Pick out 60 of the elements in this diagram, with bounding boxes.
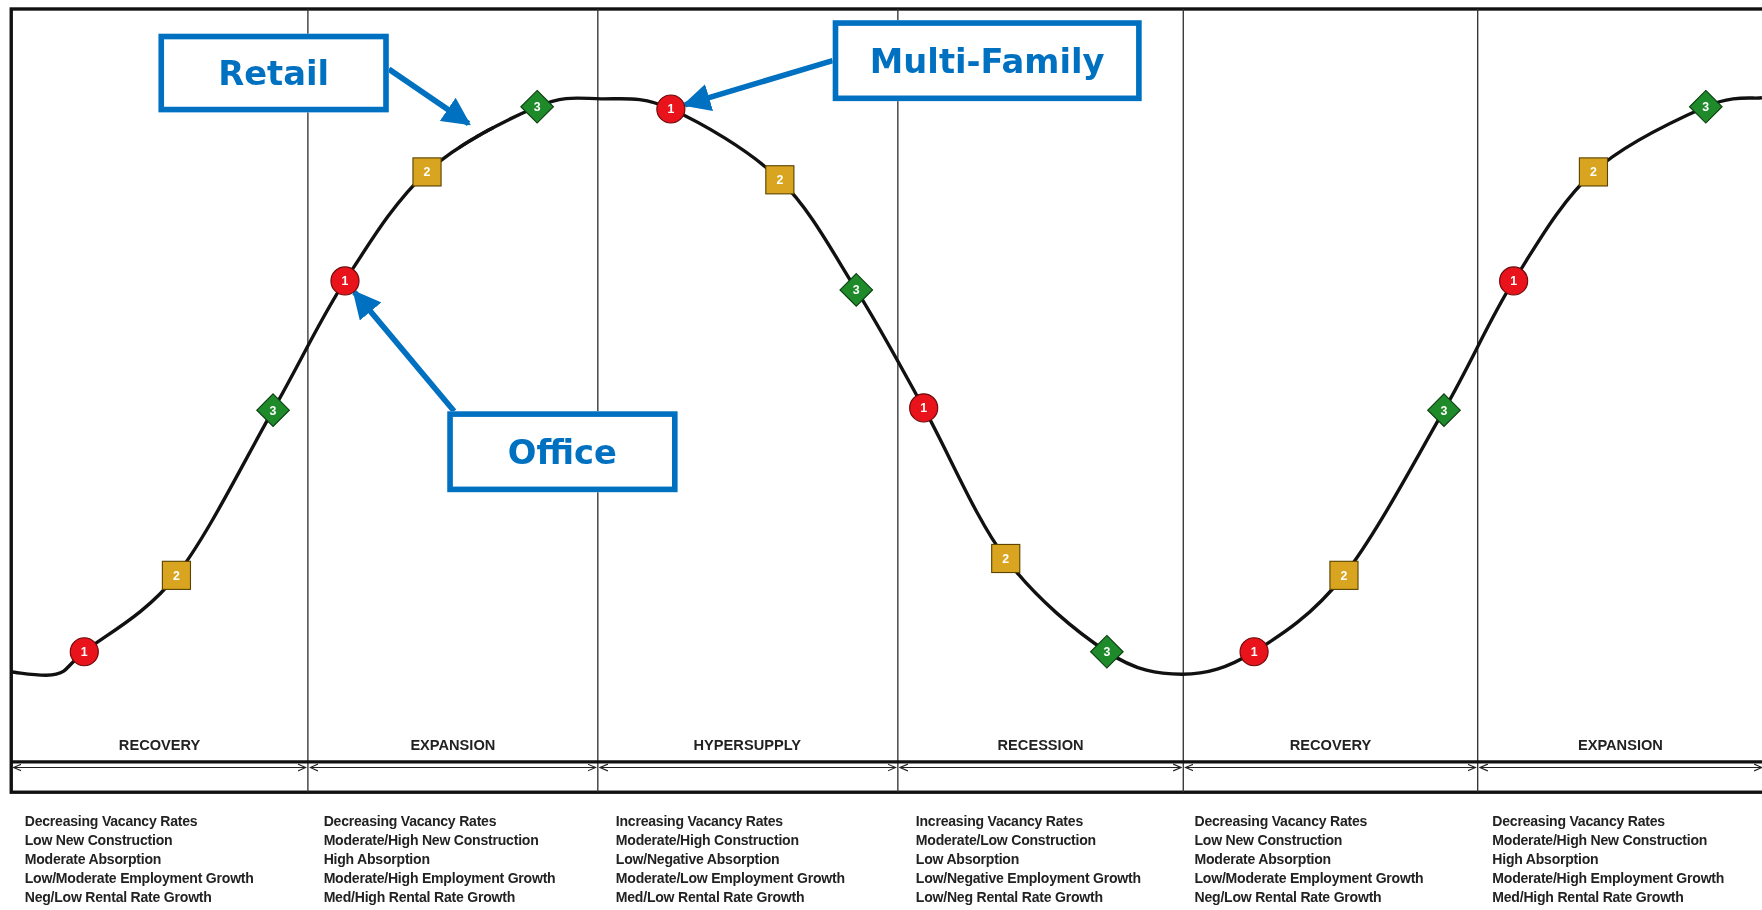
- phase-description: Moderate Absorption: [1194, 851, 1331, 868]
- phase-description: Decreasing Vacancy Rates: [24, 813, 198, 830]
- phase-label: RECOVERY: [1289, 736, 1372, 753]
- callout-box: Office: [447, 411, 678, 493]
- phase-description: Low/Moderate Employment Growth: [24, 870, 254, 887]
- circle-marker: 1: [1499, 266, 1529, 296]
- phase-label: RECOVERY: [118, 736, 201, 753]
- circle-marker: 1: [330, 266, 360, 296]
- phase-description: Neg/Low Rental Rate Growth: [1194, 890, 1382, 906]
- diamond-marker: 3: [1427, 393, 1461, 427]
- callout-box: Retail: [158, 33, 389, 113]
- phase-description: Increasing Vacancy Rates: [915, 813, 1083, 830]
- phase-description: Moderate/High Construction: [615, 832, 799, 849]
- phase-description: Decreasing Vacancy Rates: [323, 813, 497, 830]
- square-marker: 2: [412, 157, 442, 187]
- phase-label: EXPANSION: [1577, 736, 1663, 753]
- phase-description: Low Absorption: [915, 851, 1020, 868]
- diamond-marker: 3: [839, 273, 874, 307]
- circle-marker: 1: [656, 94, 686, 124]
- phase-description: Low/Moderate Employment Growth: [1194, 870, 1424, 887]
- phase-label: HYPERSUPPLY: [693, 736, 801, 753]
- phase-description: Neg/Low Rental Rate Growth: [24, 890, 212, 906]
- phase-description: Moderate/Low Construction: [915, 832, 1096, 849]
- square-marker: 2: [991, 543, 1021, 574]
- square-marker: 2: [765, 165, 795, 195]
- phase-description: Med/High Rental Rate Growth: [323, 890, 515, 906]
- diamond-marker: 3: [520, 89, 554, 124]
- phase-description: Low New Construction: [1194, 832, 1343, 849]
- diamond-marker: 3: [1090, 634, 1124, 669]
- phase-description: Increasing Vacancy Rates: [615, 813, 783, 830]
- phase-description: High Absorption: [323, 851, 430, 868]
- callout-box: Multi-Family: [832, 20, 1142, 102]
- phase-description: Low New Construction: [24, 832, 173, 849]
- arrow: [387, 66, 471, 126]
- circle-marker: 1: [69, 637, 99, 667]
- phase-description: Moderate/Low Employment Growth: [615, 870, 845, 887]
- phase-description: Moderate/High Employment Growth: [323, 870, 556, 887]
- arrow: [682, 58, 834, 112]
- phase-description: Med/Low Rental Rate Growth: [615, 890, 805, 906]
- diamond-marker: 3: [256, 393, 290, 427]
- diamond-marker: 3: [1688, 89, 1723, 124]
- phase-label: RECESSION: [997, 736, 1084, 753]
- square-marker: 2: [1329, 560, 1359, 590]
- phase-description: Moderate Absorption: [24, 851, 162, 868]
- phase-description: Decreasing Vacancy Rates: [1194, 813, 1368, 830]
- phase-description: Moderate/High Employment Growth: [1492, 870, 1725, 887]
- phase-description: High Absorption: [1492, 851, 1599, 868]
- phase-description: Low/Negative Employment Growth: [915, 870, 1141, 887]
- phase-description: Low/Neg Rental Rate Growth: [915, 890, 1103, 906]
- square-marker: 2: [161, 560, 192, 590]
- square-marker: 2: [1578, 157, 1609, 187]
- circle-marker: 1: [909, 393, 939, 423]
- phase-description: Low/Negative Absorption: [615, 851, 780, 868]
- phase-description: Decreasing Vacancy Rates: [1492, 813, 1665, 830]
- phase-description: Med/High Rental Rate Growth: [1492, 890, 1684, 906]
- phase-label: EXPANSION: [410, 736, 496, 753]
- phase-description: Moderate/High New Construction: [1492, 832, 1708, 849]
- curve-segment: [457, 125, 495, 150]
- phase-description: Moderate/High New Construction: [323, 832, 539, 849]
- circle-marker: 1: [1239, 637, 1269, 667]
